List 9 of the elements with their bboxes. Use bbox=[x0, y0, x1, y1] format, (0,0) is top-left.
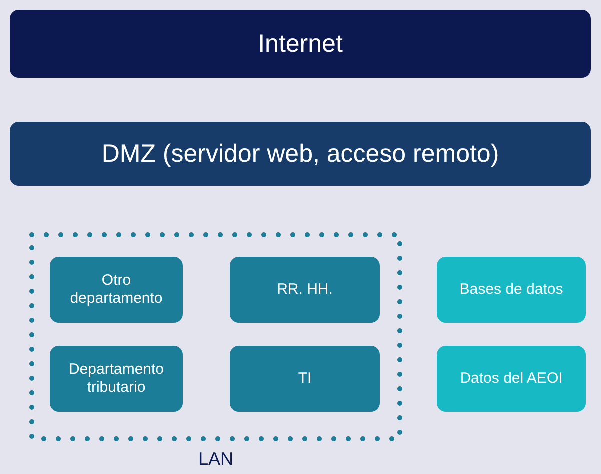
band: Internet bbox=[10, 10, 591, 78]
process-box: Otro departamento bbox=[50, 257, 183, 323]
process-box: Bases de datos bbox=[437, 257, 586, 323]
process-box: RR. HH. bbox=[230, 257, 380, 323]
band: DMZ (servidor web, acceso remoto) bbox=[10, 122, 591, 186]
process-box: Datos del AEOI bbox=[437, 346, 586, 412]
process-box: Departamento tributario bbox=[50, 346, 183, 412]
process-box: TI bbox=[230, 346, 380, 412]
group-label: LAN bbox=[197, 449, 234, 470]
